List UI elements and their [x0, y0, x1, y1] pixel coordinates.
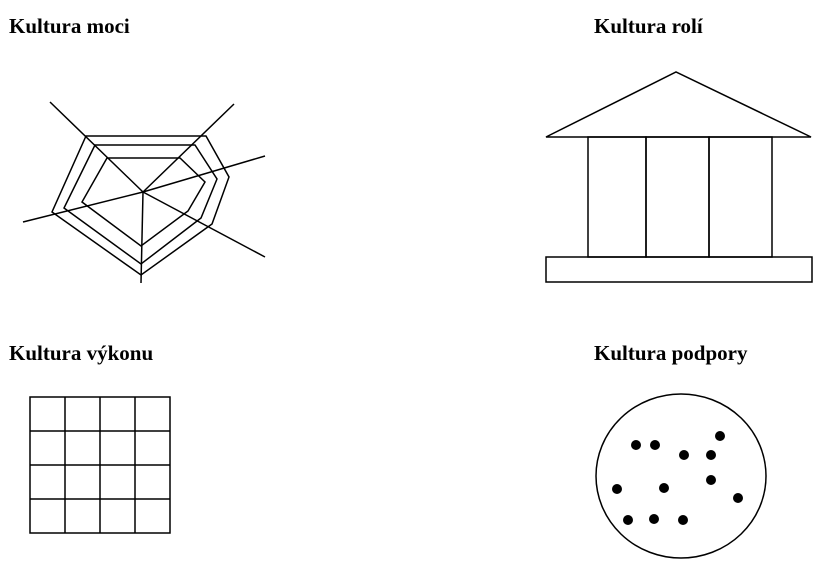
spider-web-rings [52, 136, 229, 275]
spider-web-icon [0, 95, 290, 295]
cluster-circle-outline [596, 394, 766, 558]
temple-columns [588, 137, 772, 257]
person-culture-title: Kultura podpory [594, 343, 747, 364]
spider-web-spokes [23, 102, 265, 283]
greek-temple-icon [540, 65, 814, 290]
grid-net-lines [30, 397, 170, 533]
temple-base [546, 257, 812, 282]
role-culture-title: Kultura rolí [594, 16, 703, 37]
power-culture-title: Kultura moci [9, 16, 130, 37]
task-culture-title: Kultura výkonu [9, 343, 153, 364]
grid-net-icon [25, 392, 175, 538]
cluster-dots [612, 431, 743, 525]
cluster-circle-icon [590, 388, 774, 561]
temple-roof [546, 72, 811, 137]
